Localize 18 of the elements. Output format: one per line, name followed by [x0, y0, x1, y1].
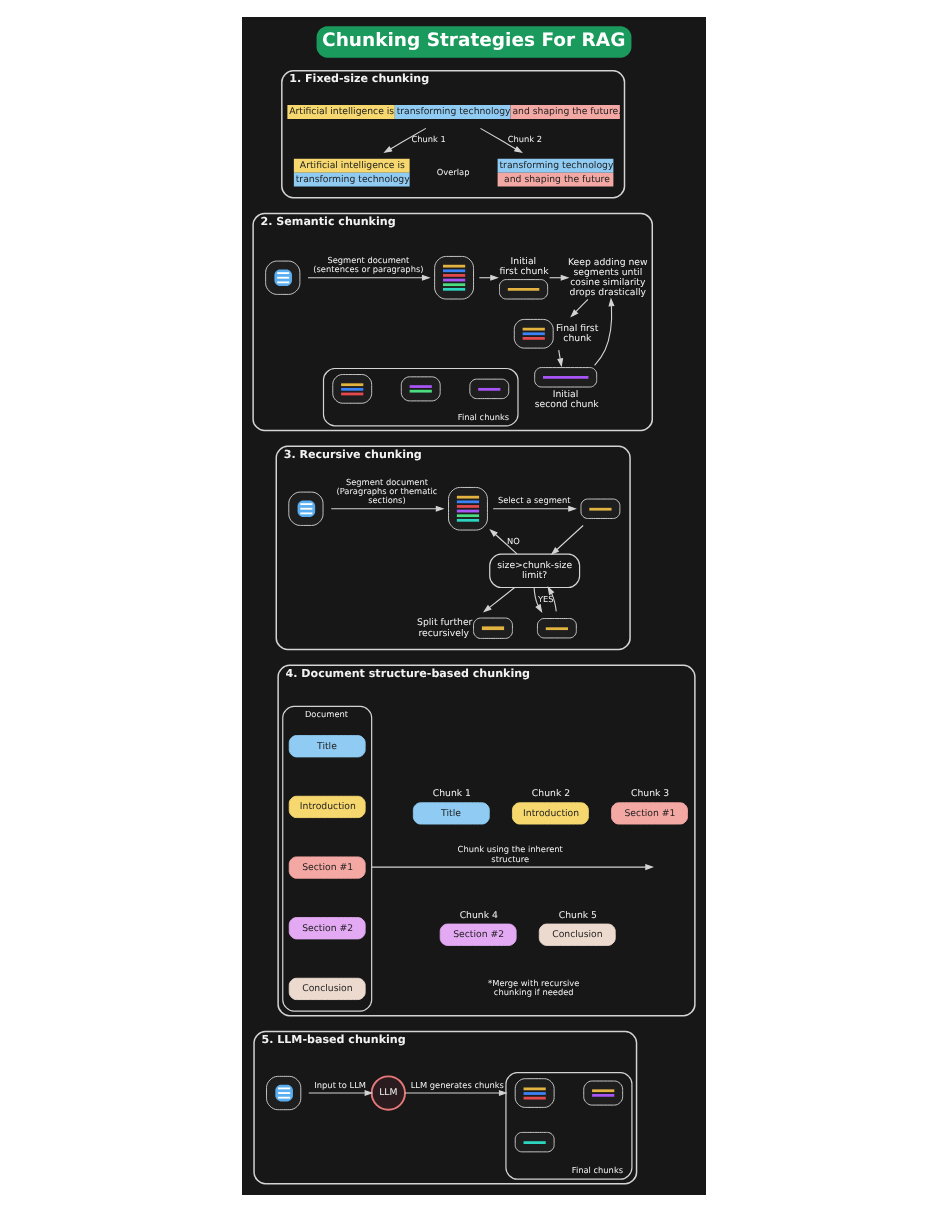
- arrow: [492, 505, 577, 512]
- arrow: [547, 586, 557, 612]
- arrow: [550, 524, 584, 556]
- diagram-title: Chunking Strategies For RAG: [322, 29, 626, 52]
- arrow: [570, 298, 589, 318]
- arrow: [489, 528, 518, 555]
- arrow: [404, 1090, 508, 1097]
- arrow: [308, 1090, 374, 1097]
- arrow: [478, 274, 499, 281]
- arrow: [307, 274, 431, 281]
- arrow: [594, 297, 615, 366]
- arrow: [533, 587, 543, 613]
- arrow: [371, 864, 654, 871]
- arrow: [557, 349, 564, 368]
- arrow: [330, 505, 445, 512]
- arrow: [483, 586, 516, 613]
- arrow: [479, 127, 523, 154]
- arrow: [383, 127, 427, 154]
